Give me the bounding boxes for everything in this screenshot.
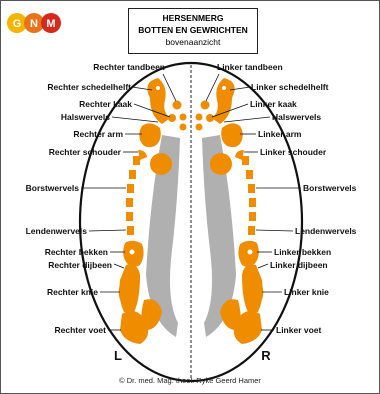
label-rechter-voet: Rechter voet (55, 325, 107, 335)
leader-rechter-dijbeen (114, 264, 124, 268)
label-rechter-tandbeen: Rechter tandbeen (93, 62, 165, 72)
label-linker-bekken: Linker bekken (274, 247, 331, 257)
label-rechter-bekken: Rechter bekken (45, 247, 108, 257)
label-linker-dijbeen: Linker dijbeen (270, 260, 328, 270)
right-thoracic-vertebra-3 (248, 184, 255, 193)
left-lumbar-vertebra-2 (127, 226, 134, 235)
label-lendenwervels-right: Lendenwervels (295, 226, 357, 236)
label-linker-kaak: Linker kaak (250, 99, 297, 109)
label-rechter-kaak: Rechter kaak (79, 99, 132, 109)
right-skull-dot (222, 86, 226, 90)
right-tooth-bone-organ (201, 101, 210, 110)
right-jaw-organ-2 (196, 114, 203, 121)
left-thoracic-vertebra-2 (129, 170, 136, 179)
left-jaw-organ-1 (168, 114, 176, 122)
left-skull-organ (147, 78, 170, 124)
right-skull-organ (212, 78, 235, 124)
right-jaw-organ-1 (206, 114, 214, 122)
right-thoracic-vertebra-2 (246, 170, 253, 179)
right-lumbar-vertebra-1 (249, 212, 256, 221)
label-linker-knie: Linker knie (284, 287, 329, 297)
left-lumbar-vertebra-1 (126, 212, 133, 221)
label-linker-schedelhelft: Linker schedelhelft (251, 82, 329, 92)
leader-linker-dijbeen (258, 264, 268, 268)
left-arm-organ (139, 123, 160, 147)
left-pelvis-dot (130, 250, 135, 255)
label-rechter-schedelhelft: Rechter schedelhelft (47, 82, 131, 92)
label-lendenwervels-left: Lendenwervels (26, 226, 88, 236)
label-halswervels-right: Halswervels (272, 112, 321, 122)
leader-halswervels-right (224, 117, 270, 122)
left-thoracic-vertebra-4 (126, 198, 133, 207)
label-halswervels-left: Halswervels (61, 112, 110, 122)
leader-lendenwervels-right (256, 230, 293, 231)
label-rechter-arm: Rechter arm (73, 129, 123, 139)
left-skull-dot (156, 86, 160, 90)
label-linker-voet: Linker voet (276, 325, 322, 335)
side-letter-l: L (114, 348, 122, 363)
leader-halswervels-left (112, 117, 158, 122)
left-jaw-organ-2 (180, 114, 187, 121)
left-tooth-bone-organ (173, 101, 182, 110)
left-shoulder-organ (150, 153, 172, 175)
label-rechter-knie: Rechter knie (47, 287, 98, 297)
label-linker-schouder: Linker schouder (260, 147, 327, 157)
label-rechter-dijbeen: Rechter dijbeen (48, 260, 112, 270)
label-borstwervels-left: Borstwervels (26, 183, 80, 193)
label-linker-arm: Linker arm (258, 129, 302, 139)
right-lumbar-vertebra-2 (248, 226, 255, 235)
label-linker-tandbeen: Linker tandbeen (217, 62, 283, 72)
left-thoracic-vertebra-1 (133, 156, 140, 165)
left-thoracic-vertebra-3 (127, 184, 134, 193)
copyright-text: © Dr. med. Mag. theol. Ryke Geerd Hamer (0, 376, 380, 385)
label-rechter-schouder: Rechter schouder (49, 147, 122, 157)
label-borstwervels-right: Borstwervels (303, 183, 357, 193)
right-pelvis-dot (248, 250, 253, 255)
right-jaw-organ-3 (196, 124, 203, 131)
right-thoracic-vertebra-1 (242, 156, 249, 165)
right-arm-organ (221, 123, 242, 147)
side-letter-r: R (261, 348, 271, 363)
right-thoracic-vertebra-4 (249, 198, 256, 207)
left-jaw-organ-3 (180, 124, 187, 131)
leader-lendenwervels-left (89, 230, 126, 231)
right-shoulder-organ (210, 153, 232, 175)
